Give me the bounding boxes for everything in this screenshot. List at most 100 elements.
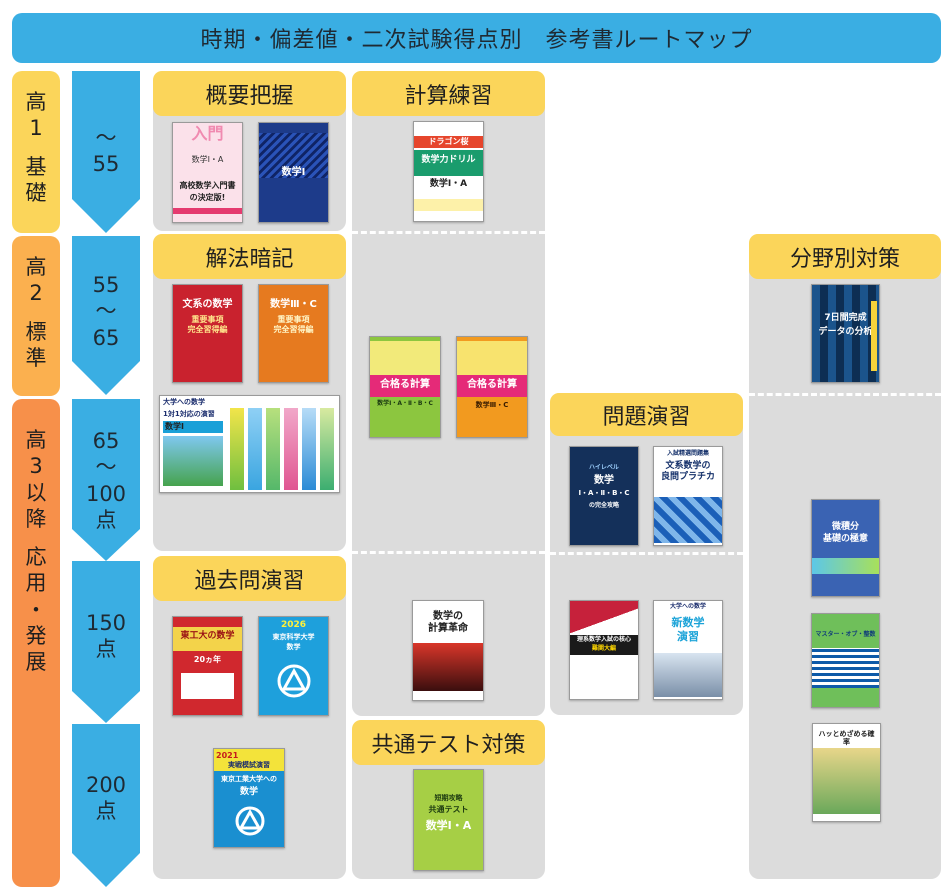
book-title: 東工大の数学 — [180, 631, 235, 641]
arrow-shape — [72, 71, 140, 233]
level-char: 1 — [29, 116, 43, 141]
book-cover[interactable]: 入門 数学Ⅰ・A 高校数学入門書 の決定版! — [172, 122, 243, 223]
book-title: 演習 — [677, 630, 699, 643]
book-band — [173, 627, 242, 651]
book-cover[interactable]: 入試精選問題集 文系数学の 良問プラチカ — [653, 446, 723, 546]
book-title: 新数学 — [671, 616, 705, 629]
book-cover[interactable]: マスター・オブ・整数 — [811, 613, 880, 708]
divider — [550, 552, 743, 555]
level-grade1-basic: 高 1 基 礎 — [12, 71, 60, 233]
book-title: 良問プラチカ — [660, 472, 715, 482]
book-band — [214, 749, 284, 771]
book-cover[interactable]: 短期攻略 共通テスト 数学Ⅰ・A — [413, 769, 484, 871]
book-title: 重要事項 — [191, 315, 224, 324]
book-title: 東京科学大学 — [272, 633, 315, 641]
book-title: 7日間完成 — [824, 313, 867, 323]
book-band — [457, 341, 527, 375]
book-cover[interactable]: 微積分 基礎の極意 — [811, 499, 880, 597]
level-char: 高 — [25, 428, 47, 452]
book-title: 完全習得編 — [273, 325, 314, 334]
score-text: 100 — [85, 481, 127, 506]
book-spine — [284, 408, 298, 490]
book-cover[interactable]: ハッとめざめる確率 — [812, 723, 881, 822]
score-range-2: 55 〜 65 — [72, 272, 140, 351]
book-cover[interactable]: 文系の数学 重要事項 完全習得編 — [172, 284, 243, 383]
book-title: ドラゴン桜 — [428, 137, 469, 146]
book-title: 合格る計算 — [380, 379, 430, 390]
book-spine — [302, 408, 316, 490]
level-grade2-standard: 高 2 標 準 — [12, 236, 60, 396]
level-char: 高 — [25, 90, 47, 114]
book-title: 数学力ドリル — [421, 155, 476, 165]
logo-icon — [235, 806, 265, 836]
book-cover[interactable]: 理系数学入試の核心 難関大編 — [569, 600, 639, 700]
book-band — [570, 635, 638, 655]
book-cover[interactable]: 合格る計算 数学Ⅲ・C — [456, 336, 528, 438]
book-title: 基礎の極意 — [822, 534, 868, 544]
book-band — [812, 285, 879, 382]
book-cover[interactable]: 数学の 計算革命 — [412, 600, 484, 701]
book-band — [259, 133, 328, 178]
book-cover[interactable]: 数学Ⅲ・C 重要事項 完全習得編 — [258, 284, 329, 383]
book-band — [812, 648, 879, 688]
book-title: 数学Ⅰ・A — [425, 819, 472, 832]
book-title: ハイレベル — [589, 464, 619, 471]
level-char: 基 — [25, 154, 47, 179]
level-char: 応 — [25, 545, 47, 569]
book-title: 数学Ⅰ — [281, 167, 306, 178]
header-field: 分野別対策 — [749, 234, 941, 279]
book-title: 実戦模試演習 — [228, 761, 270, 769]
book-title: 数学Ⅰ — [165, 422, 184, 431]
level-char: 礎 — [25, 180, 47, 205]
score-text: 65 — [92, 325, 120, 350]
book-title: 入門 — [191, 124, 224, 143]
book-set-cover[interactable]: 大学への数学 1対1対応の演習 数学Ⅰ — [159, 395, 340, 493]
book-title: 理系数学入試の核心 — [576, 636, 631, 643]
book-cover[interactable]: 数学Ⅰ — [258, 122, 329, 223]
score-range-3: 65 〜 100 点 — [72, 428, 140, 533]
book-title: 2026 — [280, 620, 307, 630]
book-title: マスター・オブ・整数 — [815, 631, 876, 638]
book-title: 数学Ⅲ・C — [270, 299, 317, 310]
book-band — [414, 136, 483, 148]
book-cover[interactable]: 合格る計算 数学Ⅰ・A・Ⅱ・B・C — [369, 336, 441, 438]
book-cover[interactable]: 7日間完成 データの分析 — [811, 284, 880, 383]
book-cover[interactable]: 大学への数学 新数学 演習 — [653, 600, 723, 700]
header-methods: 解法暗記 — [153, 234, 346, 279]
book-cover[interactable]: ハイレベル 数学 Ⅰ・A・Ⅱ・B・C の完全攻略 — [569, 446, 639, 546]
divider — [352, 231, 545, 234]
book-title: データの分析 — [818, 327, 873, 337]
score-arrows — [72, 71, 140, 887]
book-spine — [266, 408, 280, 490]
book-cover[interactable]: 2026 東京科学大学 数学 — [258, 616, 329, 716]
score-text: 〜 — [95, 126, 117, 150]
book-band — [812, 558, 879, 574]
book-band — [181, 673, 234, 699]
book-title: 合格る計算 — [467, 379, 517, 390]
score-text: 55 — [92, 152, 120, 177]
book-cover[interactable]: ドラゴン桜 数学力ドリル 数学Ⅰ・A — [413, 121, 484, 222]
score-text: 65 — [92, 429, 120, 453]
divider — [749, 393, 941, 396]
book-title: 高校数学入門書 — [179, 181, 236, 190]
level-char: 高 — [25, 255, 47, 279]
level-char: 降 — [25, 506, 47, 531]
book-band — [871, 301, 877, 371]
book-band — [414, 150, 483, 176]
logo-icon — [277, 664, 311, 698]
book-title: 数学Ⅲ・C — [475, 401, 509, 409]
score-text: 〜 — [95, 299, 117, 324]
book-cover[interactable]: 東工大の数学 20ヵ年 — [172, 616, 243, 716]
book-title: 短期攻略 — [434, 794, 463, 802]
book-title: 1対1対応の演習 — [163, 410, 215, 418]
score-text: 150 — [85, 611, 127, 635]
level-char: ・ — [25, 597, 47, 622]
book-cover[interactable]: 2021 実戦模試演習 東京工業大学への 数学 — [213, 748, 285, 848]
book-title: 完全習得編 — [187, 325, 228, 334]
score-text: 55 — [92, 273, 120, 297]
book-illustration — [163, 436, 223, 486]
book-band — [570, 601, 638, 635]
book-title: 数学 — [239, 787, 258, 797]
book-band — [654, 497, 722, 543]
arrow-shape — [72, 399, 140, 561]
